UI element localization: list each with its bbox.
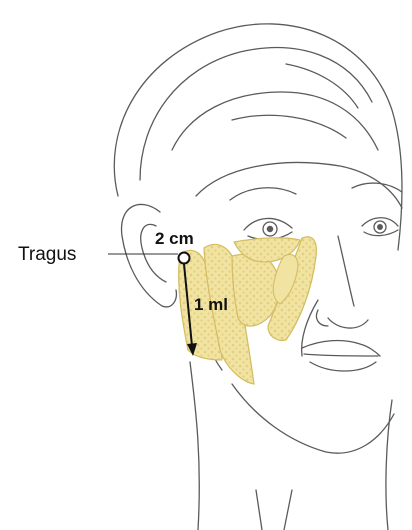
neck-left	[190, 362, 199, 530]
tragus-label: Tragus	[18, 244, 76, 265]
nose-wing	[316, 310, 328, 326]
upper-lip	[302, 341, 380, 356]
ear-outline	[122, 204, 177, 306]
hair-strand	[140, 48, 372, 180]
left-eyebrow	[230, 188, 296, 200]
nose-bridge	[338, 236, 354, 306]
jawline	[232, 384, 394, 453]
volume-label: 1 ml	[194, 295, 228, 314]
left-eye-pupil	[267, 226, 272, 231]
right-eyebrow	[352, 183, 402, 192]
throat-line	[284, 490, 292, 530]
hair-outline	[114, 24, 402, 250]
right-eye-pupil	[378, 225, 383, 230]
lip-line	[304, 354, 378, 356]
hair-strand	[172, 92, 378, 150]
throat-line	[256, 490, 262, 530]
nostril	[328, 318, 368, 328]
distance-label: 2 cm	[155, 229, 194, 248]
lower-lip	[310, 362, 376, 371]
circle-marker-icon	[179, 253, 190, 264]
hairline	[196, 163, 402, 208]
hair-strand	[232, 115, 346, 138]
